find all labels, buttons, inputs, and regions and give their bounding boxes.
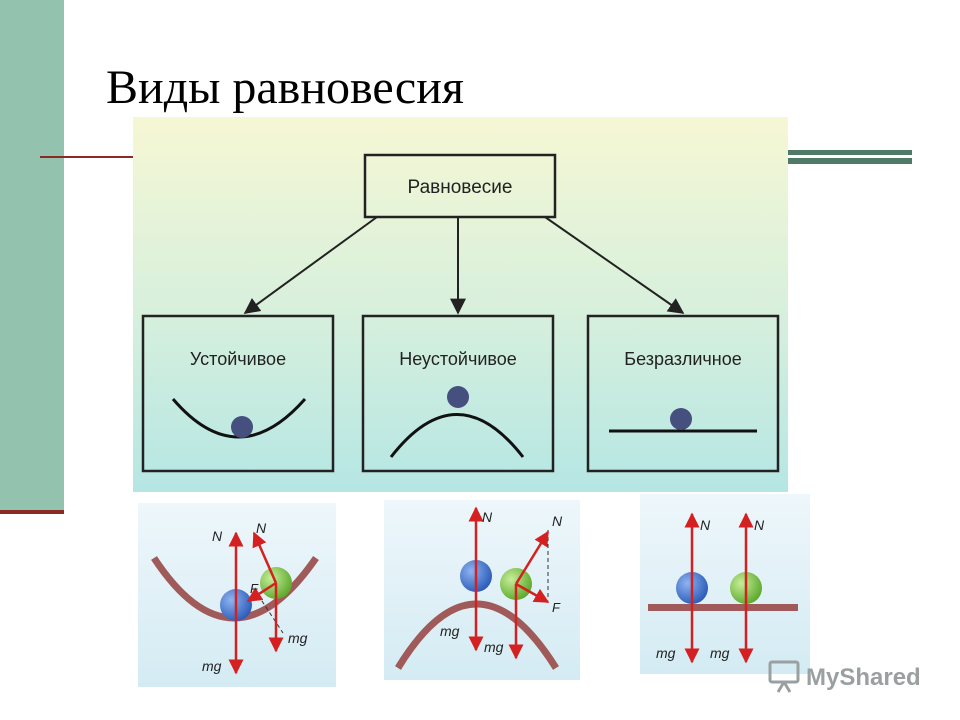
label-normal: N xyxy=(212,528,223,544)
myshared-watermark: MyShared xyxy=(768,660,921,693)
stable-ball xyxy=(231,416,253,438)
equilibrium-scheme: Равновесие Устойчивое Неустойчивое Безра… xyxy=(133,117,788,492)
panel-background xyxy=(640,494,810,674)
unstable-ball xyxy=(447,386,469,408)
neutral-label: Безразличное xyxy=(624,349,741,369)
label-gravity-blue: mg xyxy=(656,645,676,661)
normal-force-arrow-tilted xyxy=(252,531,278,584)
label-normal-tilted: N xyxy=(256,520,267,536)
label-resultant: F xyxy=(250,581,259,596)
title-rule-left xyxy=(40,156,140,158)
label-gravity-green: mg xyxy=(484,639,504,655)
normal-force-arrow-tilted xyxy=(514,530,550,585)
neutral-box xyxy=(586,314,780,473)
label-gravity: mg xyxy=(440,623,460,639)
neutral-forces-panel: N N mg mg xyxy=(640,494,810,674)
resultant-force-arrow xyxy=(246,581,277,603)
slide-title: Виды равновесия xyxy=(106,61,464,114)
watermark-text: MyShared xyxy=(806,664,921,691)
label-normal-green: N xyxy=(754,517,765,533)
label-normal-tilted: N xyxy=(552,513,563,529)
unstable-hill-curve xyxy=(389,413,525,458)
title-rule-right-lower xyxy=(786,158,912,164)
slide-left-bar xyxy=(0,0,64,512)
unstable-box xyxy=(361,314,555,473)
stable-forces-panel: N N F mg mg xyxy=(138,503,336,687)
stable-label: Устойчивое xyxy=(190,349,286,369)
slide-left-bar-rule xyxy=(0,510,64,514)
title-rule-right xyxy=(786,150,912,155)
label-normal-blue: N xyxy=(700,517,711,533)
neutral-ball xyxy=(670,408,692,430)
label-gravity: mg xyxy=(202,658,222,674)
root-box xyxy=(363,153,557,219)
flat-surface xyxy=(648,604,798,611)
resultant-force-arrow xyxy=(515,582,550,604)
label-gravity-green: mg xyxy=(288,630,308,646)
arrow-to-stable xyxy=(243,216,378,314)
unstable-label: Неустойчивое xyxy=(399,349,517,369)
label-resultant: F xyxy=(552,600,561,615)
unstable-forces-panel: N N F mg mg xyxy=(384,500,580,680)
stable-box xyxy=(141,314,335,473)
label-gravity-green: mg xyxy=(710,645,730,661)
label-normal: N xyxy=(482,509,493,525)
arrow-to-neutral xyxy=(544,216,685,314)
root-label: Равновесие xyxy=(408,177,513,198)
presentation-board-icon xyxy=(768,660,800,693)
